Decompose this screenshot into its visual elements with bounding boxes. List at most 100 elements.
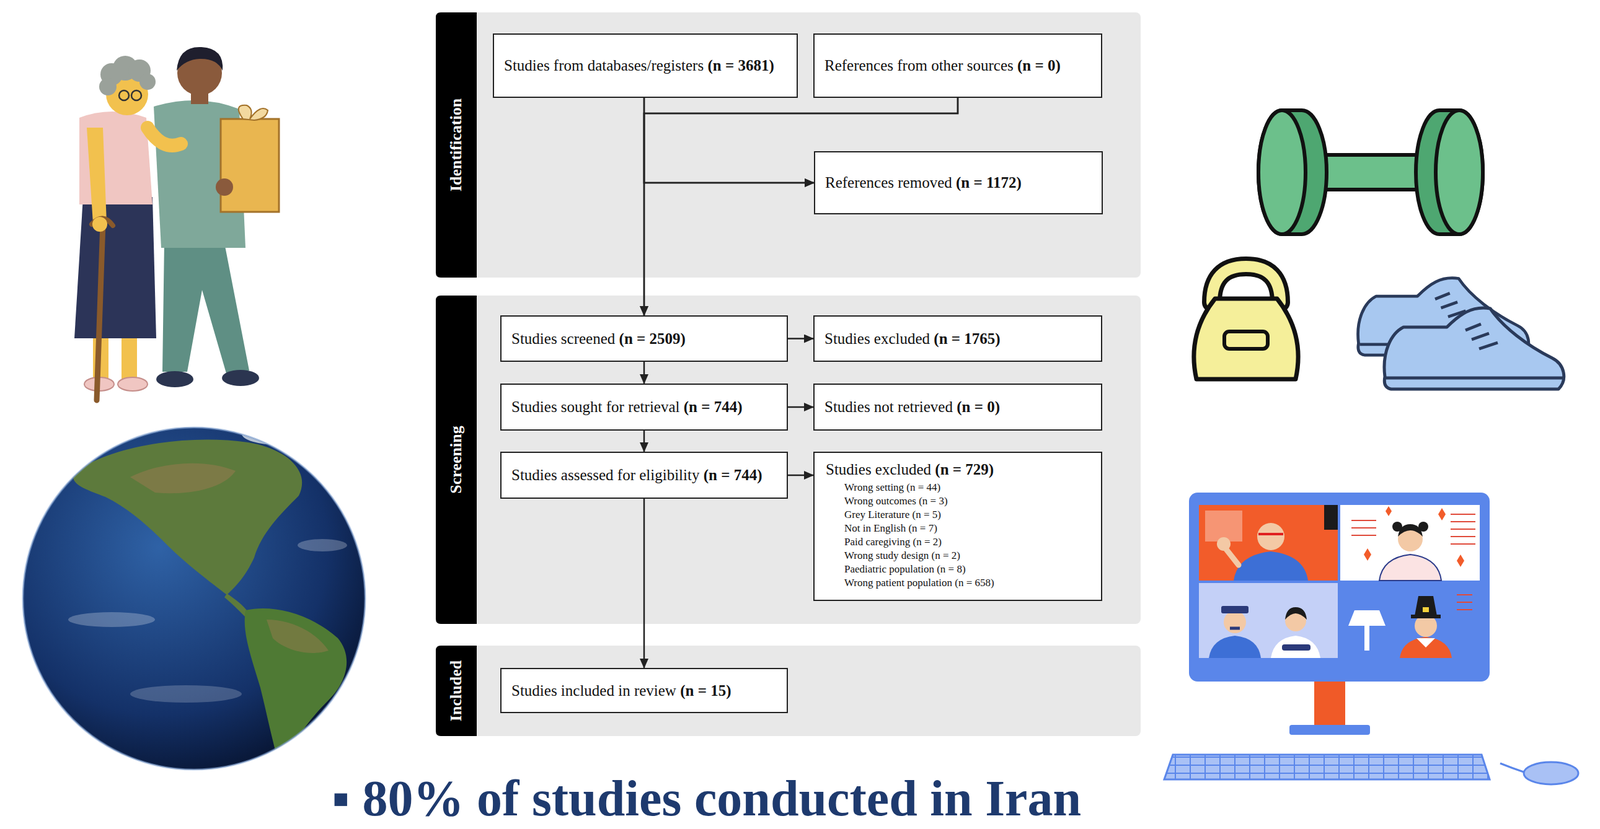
flow-connector (787, 474, 814, 477)
man-figure-part (220, 119, 279, 213)
globe-illustration-part (22, 427, 366, 770)
globe-illustration-part-part (130, 685, 242, 703)
box-text: Studies screened (n = 2509) (511, 329, 686, 349)
stage-band: Screening Studies screened (n = 2509) Stud… (435, 295, 1141, 625)
globe-illustration-part (68, 422, 348, 769)
woman-figure-part (99, 78, 117, 96)
flow-connector (643, 499, 646, 669)
woman-figure-part (92, 216, 108, 232)
flow-connector (643, 430, 646, 452)
box-text: Studies excluded (n = 729) (825, 460, 994, 480)
dumbbell-illustration-part (1258, 110, 1306, 235)
man-figure-part (162, 243, 250, 376)
computer-video-call-illustration-part (1270, 636, 1321, 659)
computer-video-call-illustration-part (1198, 583, 1338, 659)
exclusion-reason: Wrong patient population (n = 658) (844, 576, 995, 591)
process-box: Studies screened (n = 2509) (500, 315, 788, 363)
process-box: Studies included in review (n = 15) (500, 668, 788, 714)
computer-video-call-illustration-part (1348, 610, 1386, 627)
man-figure-part (221, 370, 260, 387)
exclusion-reason: Wrong setting (n = 44) (844, 481, 941, 495)
computer-video-call-illustration-part (1205, 510, 1243, 542)
stage-band: Included Studies included in review (n = … (435, 645, 1141, 737)
computer-video-call-illustration-part (1340, 583, 1480, 659)
computer-video-call-illustration-part (1257, 523, 1285, 551)
computer-video-call-illustration-part (1363, 506, 1465, 568)
computer-video-call-illustration-part (1500, 763, 1524, 773)
stage-label: Identification (448, 98, 465, 192)
process-box: Studies assessed for eligibility (n = 74… (500, 451, 788, 500)
computer-video-call-illustration-part (1379, 554, 1442, 581)
summary-note: ▪ 80% of studies conducted in Iran (331, 773, 1082, 825)
computer-video-call-illustration-part (1392, 521, 1403, 532)
computer-video-call-illustration-part (1188, 492, 1490, 682)
woman-figure-part (119, 90, 129, 101)
woman-figure-part (131, 90, 142, 101)
computer-video-call-illustration (1164, 492, 1579, 785)
process-box: Studies excluded (n = 729)Wrong setting … (813, 451, 1103, 602)
exclusion-reason: Paid caregiving (n = 2) (844, 535, 942, 550)
woman-figure-part (139, 73, 156, 90)
globe-illustration-part-part (241, 422, 317, 446)
sneakers-illustration-part (1384, 308, 1565, 390)
band-ground (435, 645, 1141, 737)
globe-illustration-part-part (68, 612, 155, 628)
band-bar (435, 295, 477, 625)
computer-video-call-illustration-part (1216, 537, 1231, 552)
exclusion-reason: Wrong study design (n = 2) (844, 549, 961, 563)
computer-video-call-illustration-part (1285, 607, 1307, 620)
globe-illustration-part-part (73, 440, 302, 596)
sneakers-illustration-part-part (1384, 308, 1565, 390)
band-bar (435, 645, 477, 737)
box-text: References from other sources (n = 0) (824, 56, 1061, 76)
computer-video-call-illustration-part (1340, 505, 1480, 581)
computer-video-call-illustration-part (1414, 596, 1437, 617)
computer-video-call-illustration-part (1399, 637, 1452, 659)
elderly-couple-illustration (74, 47, 279, 401)
man-figure-part (238, 105, 268, 121)
flow-connector (644, 97, 814, 183)
woman-figure-part (117, 377, 148, 392)
dumbbell-illustration-part (1435, 110, 1483, 235)
flow-connector (643, 362, 646, 384)
computer-video-call-illustration-part (1289, 725, 1371, 736)
computer-video-call-illustration-part (1229, 627, 1240, 631)
computer-video-call-illustration-part (1164, 755, 1490, 780)
computer-video-call-illustration-part (1456, 595, 1473, 610)
box-text: Studies not retrieved (n = 0) (824, 397, 1000, 417)
sneakers-illustration (1358, 278, 1565, 390)
process-box: Studies not retrieved (n = 0) (813, 383, 1103, 431)
box-text: References removed (n = 1172) (825, 173, 1022, 193)
flow-connector (787, 337, 814, 340)
process-box: Studies sought for retrieval (n = 744) (500, 383, 788, 431)
flow-connector (787, 406, 814, 409)
globe-illustration-part-part (297, 539, 348, 552)
exclusion-reason: Paediatric population (n = 8) (844, 562, 966, 577)
woman-figure-part (86, 127, 107, 224)
woman-figure-part (96, 223, 103, 401)
stage-label: Screening (448, 425, 465, 494)
computer-video-call-illustration-part (1198, 505, 1338, 581)
exclusion-reason: Grey Literature (n = 5) (844, 508, 942, 522)
exclusion-reason: Wrong outcomes (n = 3) (844, 494, 948, 509)
sneakers-illustration-part-part (1465, 324, 1498, 350)
computer-video-call-illustration-part (1364, 626, 1370, 651)
globe-illustration-part-part (266, 619, 329, 654)
computer-video-call-illustration-part (1164, 755, 1490, 780)
stage-band: IdentificationStudies from databases/reg… (435, 12, 1141, 278)
kettlebell-illustration-part (1224, 331, 1268, 350)
kettlebell-illustration (1193, 266, 1299, 380)
computer-video-call-illustration-part (1223, 611, 1247, 634)
computer-video-call-illustration-part (1410, 614, 1441, 619)
man-figure-part (156, 371, 194, 388)
woman-figure-part (147, 127, 182, 146)
box-text: Studies included in review (n = 15) (511, 681, 731, 701)
dumbbell-illustration (1258, 110, 1483, 235)
process-box: References removed (n = 1172) (813, 151, 1103, 215)
globe-illustration-part-part (244, 608, 348, 769)
computer-video-call-illustration-part (1416, 638, 1436, 648)
stage-label: Included (448, 660, 465, 722)
